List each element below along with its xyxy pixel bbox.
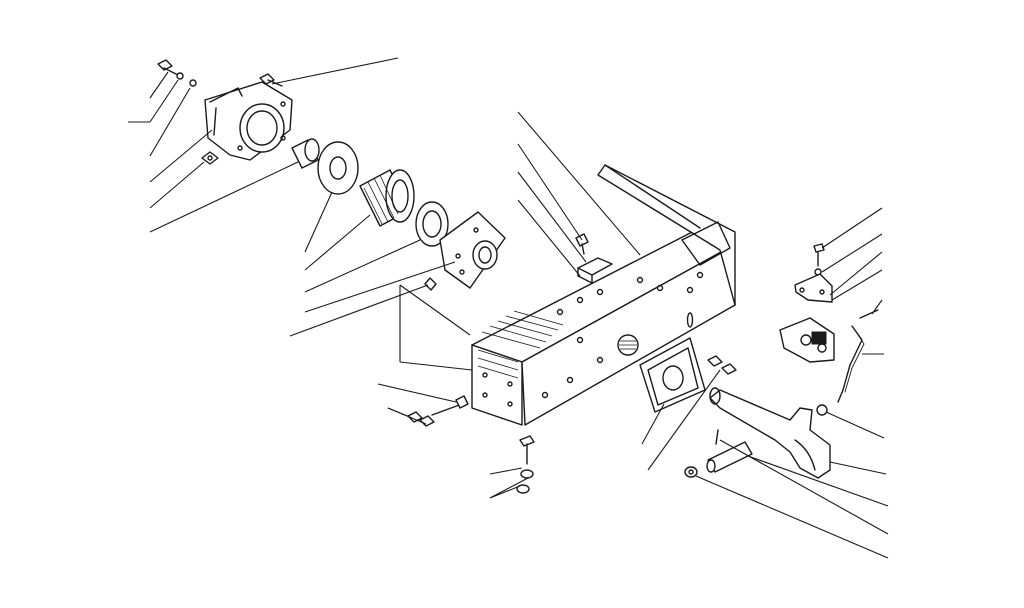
washer-seal — [415, 201, 449, 247]
bolts-lower-left — [407, 395, 469, 427]
bolt-bottom — [516, 435, 535, 494]
washer-large — [317, 141, 359, 195]
coupling-body — [779, 317, 835, 363]
flange-plate — [439, 211, 506, 289]
roller-bearing — [359, 169, 415, 227]
wheel-housing — [204, 81, 293, 161]
main-beam-housing — [471, 164, 736, 426]
bolts-upper-left — [157, 59, 283, 165]
bracket-upper-right — [794, 243, 833, 303]
leader-lines — [128, 57, 889, 559]
pin-small — [424, 277, 437, 291]
nut — [707, 355, 737, 375]
washer-small — [684, 466, 698, 478]
cotter-pin — [715, 429, 719, 445]
chain-rod — [837, 325, 865, 403]
bushing — [291, 138, 320, 169]
tow-hook — [709, 387, 831, 479]
hitch-pin — [706, 441, 753, 473]
pin-right — [859, 309, 879, 319]
